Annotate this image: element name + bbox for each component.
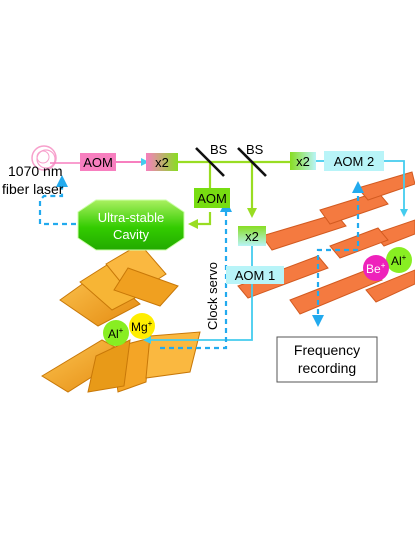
laser-label-line1: 1070 nm: [8, 163, 62, 179]
ultra-stable-cavity: Ultra-stable Cavity: [77, 199, 185, 251]
aom1-to-trap-beam: [143, 282, 253, 344]
be-ion: [363, 255, 389, 281]
recording-label-line1: Frequency: [294, 342, 360, 358]
left-ion-trap: [41, 243, 201, 393]
mg-ion-label: Mg+: [131, 319, 153, 334]
aom2-to-trap-beam: [384, 160, 408, 217]
x2-right-box: x2: [290, 152, 316, 170]
bs-right-label: BS: [246, 142, 264, 157]
right-ions: Be+ Al+: [363, 247, 412, 281]
cavity-to-laser-servo: [38, 175, 76, 226]
aom2-box: AOM 2: [324, 151, 384, 171]
clock-servo-label: Clock servo: [205, 262, 220, 330]
recording-servo-line: [312, 248, 358, 327]
aom2-label: AOM 2: [334, 154, 374, 169]
x2-right-label: x2: [296, 154, 310, 169]
aom1-box: AOM 1: [226, 266, 284, 284]
cavity-label-line2: Cavity: [113, 227, 150, 242]
be-ion-label: Be+: [366, 261, 386, 276]
al-ion-right: [386, 247, 412, 273]
aom-cavity-label: AOM: [197, 191, 227, 206]
al-ion-left-label: Al+: [108, 326, 124, 341]
laser-label-line2: fiber laser: [2, 181, 64, 197]
beam-splitter-left-icon: [195, 147, 225, 177]
left-ions: Al+ Mg+: [103, 313, 155, 346]
x2-down-box: x2: [238, 226, 266, 246]
cavity-label-line1: Ultra-stable: [98, 210, 164, 225]
aom-cavity-box: AOM: [194, 188, 230, 208]
aom-input-box: AOM: [80, 153, 116, 171]
al-ion-left: [103, 320, 129, 346]
x2-down-label: x2: [245, 229, 259, 244]
fiber-coil: [31, 145, 57, 171]
aom1-label: AOM 1: [235, 268, 275, 283]
bs-left-label: BS: [210, 142, 228, 157]
al-ion-right-label: Al+: [391, 253, 407, 268]
aom-input-label: AOM: [83, 155, 113, 170]
x2-first-box: x2: [146, 153, 178, 171]
mg-ion: [129, 313, 155, 339]
frequency-recording-box: Frequency recording: [276, 336, 378, 383]
clock-servo-line: [160, 200, 232, 350]
beam-splitter-right-icon: [237, 147, 267, 177]
x2-first-label: x2: [155, 155, 169, 170]
cavity-feed-beam: [188, 212, 212, 229]
recording-label-line2: recording: [298, 360, 356, 376]
